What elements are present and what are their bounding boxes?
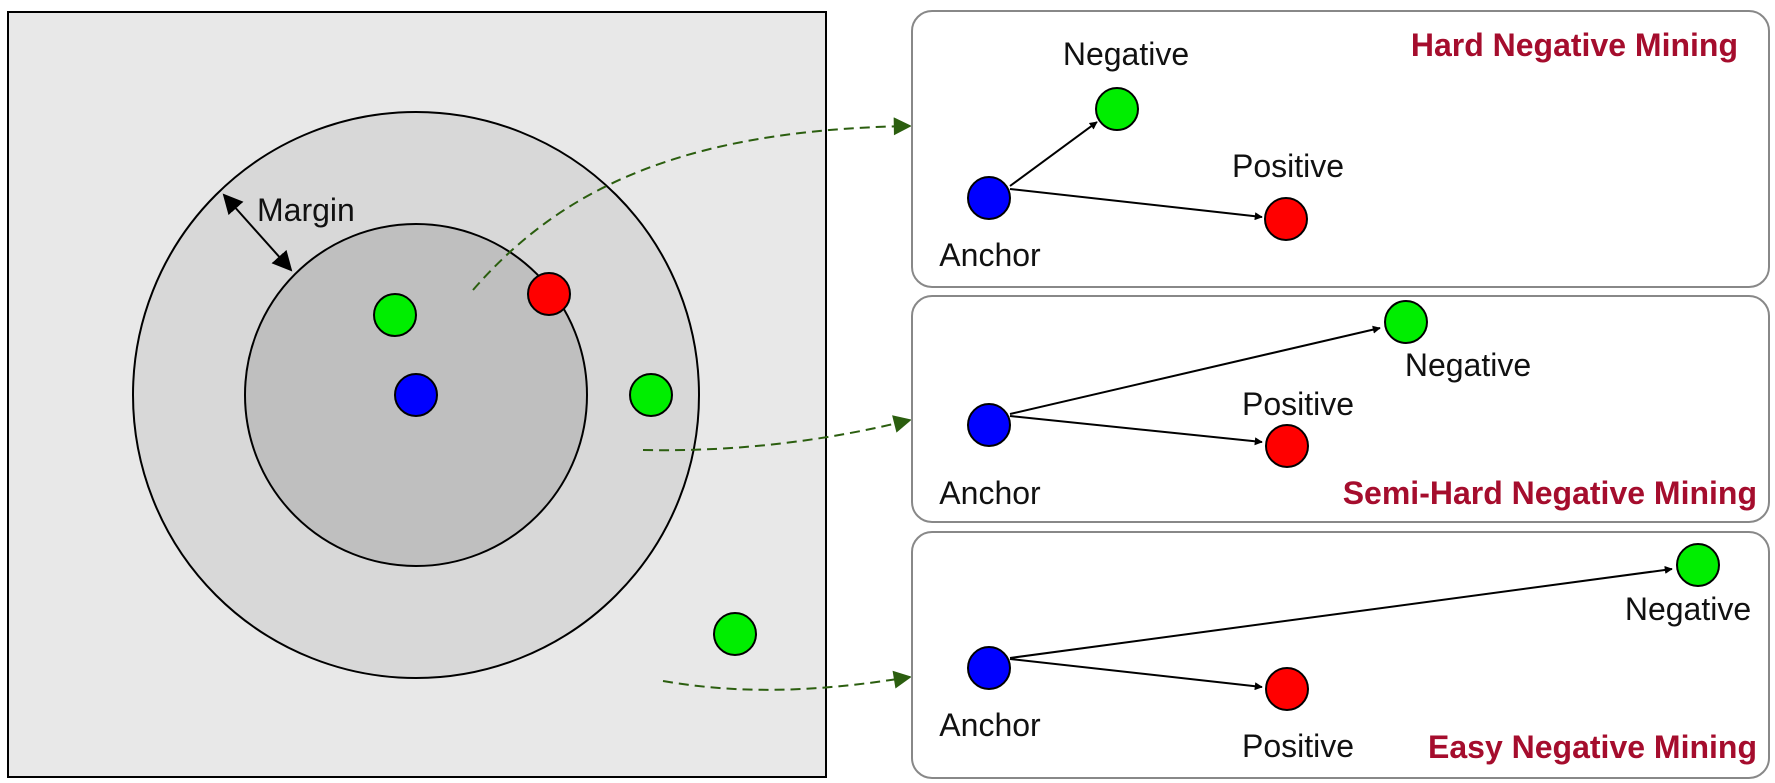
panel-semi-hard: Semi-Hard Negative Mining Negative Posit… (911, 295, 1770, 523)
panel-hard-title: Hard Negative Mining (1411, 27, 1738, 63)
negative-margin-point (629, 373, 673, 417)
panel-semi-hard-negative (1384, 300, 1428, 344)
negative-inside-point (373, 293, 417, 337)
panel-hard-negative-label: Negative (1063, 36, 1189, 72)
panel-easy-title: Easy Negative Mining (1428, 729, 1757, 765)
connector-semi-hard (642, 415, 912, 452)
margin-arrow (222, 193, 293, 272)
panel-semi-hard-title: Semi-Hard Negative Mining (1343, 475, 1757, 511)
connector-easy (662, 670, 912, 691)
panel-semi-hard-frame (911, 295, 1770, 523)
panel-easy-frame (911, 531, 1770, 779)
panel-hard-anchor-label: Anchor (939, 237, 1041, 273)
panel-easy-negative-label: Negative (1625, 591, 1751, 627)
embedding-space: Margin (7, 11, 827, 778)
panel-easy-negative (1676, 543, 1720, 587)
panel-hard: Hard Negative Mining Negative Positive A… (911, 10, 1770, 288)
panel-semi-hard-positive (1265, 424, 1309, 468)
panel-semi-hard-anchor-label: Anchor (939, 475, 1041, 511)
panel-hard-negative (1095, 87, 1139, 131)
panel-semi-hard-negative-label: Negative (1405, 347, 1531, 383)
panel-easy: Easy Negative Mining Negative Positive A… (911, 531, 1770, 779)
positive-point (527, 272, 571, 316)
panel-easy-edge-negative (1009, 565, 1673, 659)
panel-easy-anchor (967, 646, 1011, 690)
panel-semi-hard-edge-positive (1009, 415, 1263, 446)
panel-semi-hard-anchor (967, 403, 1011, 447)
panel-semi-hard-edge-negative (1009, 325, 1381, 415)
panel-hard-edge-positive (1009, 188, 1263, 221)
connector-hard (472, 117, 912, 291)
connectors (472, 117, 912, 691)
anchor-point (394, 373, 438, 417)
panel-hard-edge-negative (1009, 121, 1098, 187)
panel-hard-anchor (967, 176, 1011, 220)
negative-outside-point (713, 612, 757, 656)
panel-easy-positive (1265, 667, 1309, 711)
panel-hard-frame (911, 10, 1770, 288)
panel-easy-anchor-label: Anchor (939, 707, 1041, 743)
panel-easy-edge-positive (1009, 658, 1263, 691)
panel-semi-hard-positive-label: Positive (1242, 386, 1354, 422)
panel-hard-positive-label: Positive (1232, 148, 1344, 184)
panel-hard-positive (1264, 197, 1308, 241)
panel-easy-positive-label: Positive (1242, 728, 1354, 764)
margin-label: Margin (257, 192, 355, 228)
